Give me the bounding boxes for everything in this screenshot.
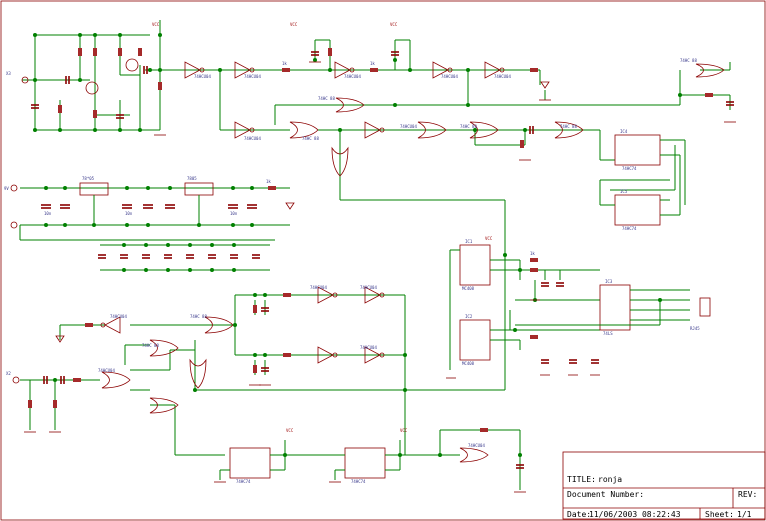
gate-label-2: 74HCU04	[244, 74, 261, 79]
res-value-2: 1k	[282, 61, 287, 66]
mc-label-1: MC408	[462, 286, 475, 291]
vcc-label-6: VCC	[400, 428, 408, 433]
mux-label: 74LS	[603, 331, 613, 336]
gate-label-4: 74HCU04	[441, 74, 458, 79]
input-stage	[21, 33, 200, 136]
reg-label-2: 7805	[187, 176, 197, 181]
labels: VCC VCC VCC VCC VCC VCC 74HCU04 74HCU04 …	[4, 22, 700, 484]
gate-label-20: 74HCU04	[468, 443, 485, 448]
input-bottom-label: X2	[6, 371, 11, 376]
vcc-label-3: VCC	[390, 22, 398, 27]
gate-label-1: 74HCU04	[194, 74, 211, 79]
ic-label-1: IC1	[465, 239, 473, 244]
power-supply	[10, 182, 295, 241]
res-value-3: 1k	[370, 61, 375, 66]
bottom-flipflops	[214, 389, 526, 493]
res-value-1: 1k	[266, 179, 271, 184]
gate-label-10: 74HC 88	[560, 124, 577, 129]
gate-label-6: 74HCU04	[244, 136, 261, 141]
center-ics	[446, 244, 711, 390]
top-gate-chain	[159, 20, 736, 139]
vcc-label-4: VCC	[485, 236, 493, 241]
gate-label-8: 74HCU04	[400, 124, 417, 129]
res-value-4: 1k	[530, 251, 535, 256]
gate-label-9: 74HC 88	[460, 124, 477, 129]
ff-label-2: 74HC74	[622, 226, 637, 231]
ic-label-3: IC3	[605, 279, 613, 284]
vcc-label-2: VCC	[290, 22, 298, 27]
vcc-label-5: VCC	[286, 428, 294, 433]
gate-label-18: 74HC 88	[142, 343, 159, 348]
second-row-gates	[318, 121, 615, 245]
rj45-label: RJ45	[690, 326, 700, 331]
gate-label-17: 74HC 88	[190, 314, 207, 319]
gate-label-12: 74HC 88	[318, 96, 335, 101]
cap-value-2: 10n	[125, 211, 133, 216]
ic-label-2: IC2	[465, 314, 473, 319]
flipflop-pair	[599, 134, 686, 226]
vcc-label-1: VCC	[152, 22, 160, 27]
power-in-label: 9V	[4, 186, 9, 191]
mc-label-2: MC408	[462, 361, 475, 366]
reg-label-1: 78*05	[82, 176, 95, 181]
gate-label-11: 74HC 88	[680, 58, 697, 63]
gate-label-14: 74HCU04	[360, 285, 377, 290]
gate-label-13: 74HCU04	[310, 285, 327, 290]
gate-label-16: 74HCU04	[110, 314, 127, 319]
ff-label-1: 74HC74	[622, 166, 637, 171]
ff-label-4: 74HC74	[351, 479, 366, 484]
gate-label-5: 74HCU04	[494, 74, 511, 79]
cap-value-1: 10n	[44, 211, 52, 216]
ic-label-4: IC4	[620, 129, 628, 134]
gate-label-7: 74HC 88	[302, 136, 319, 141]
gate-label-19: 74HCU04	[98, 368, 115, 373]
ff-label-3: 74HC74	[236, 479, 251, 484]
gate-label-15: 74HCU04	[360, 345, 377, 350]
cap-value-3: 10n	[230, 211, 238, 216]
title-block	[562, 451, 766, 520]
ic-label-5: IC5	[620, 189, 628, 194]
gate-label-3: 74HCU04	[344, 74, 361, 79]
transmit-section	[12, 286, 407, 456]
input-top-label: X3	[6, 71, 11, 76]
decoupling-bank	[98, 243, 270, 272]
